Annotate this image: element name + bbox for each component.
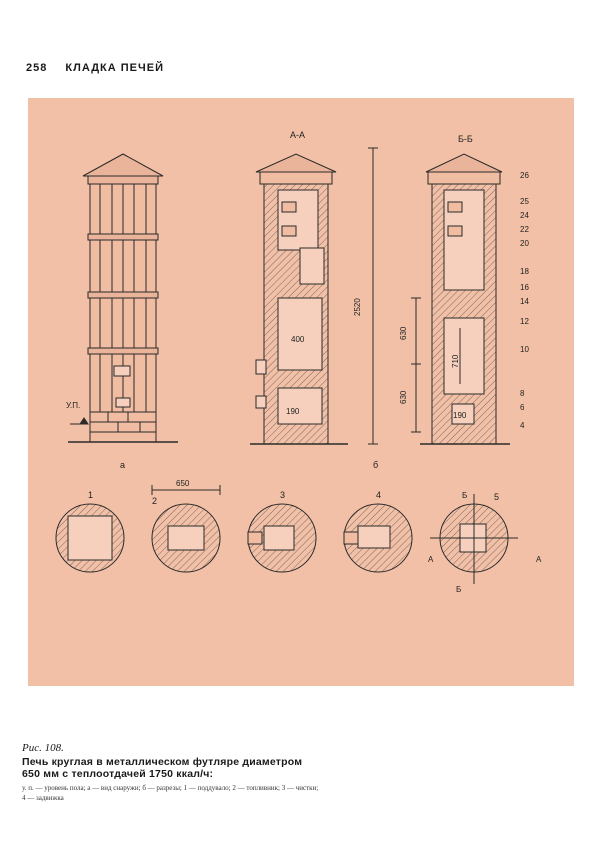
dim-ash-opening: 190 [286, 407, 300, 416]
section-aa-title: А-А [290, 130, 305, 140]
svg-text:6: 6 [520, 403, 525, 412]
sections-view-label: б [373, 460, 378, 470]
plan5-mark-b-top: Б [462, 491, 467, 500]
exterior-view [68, 153, 178, 443]
svg-text:18: 18 [520, 267, 529, 276]
dim-upper-630: 630 [399, 326, 408, 340]
svg-text:12: 12 [520, 317, 529, 326]
dim-lower-630: 630 [399, 390, 408, 404]
plan5-mark-a-right: А [536, 555, 542, 564]
plans-row [55, 485, 518, 584]
floor-level-label: У.П. [66, 401, 80, 410]
figure-caption: Рис. 108. Печь круглая в металлическом ф… [22, 742, 322, 803]
svg-text:14: 14 [520, 297, 529, 306]
stove-drawing: У.П. а А-А 400 190 2520 Б-Б [55, 130, 542, 594]
svg-text:26: 26 [520, 171, 529, 180]
svg-text:10: 10 [520, 345, 529, 354]
page-number: 258 [26, 62, 48, 74]
svg-text:1: 1 [88, 490, 93, 500]
dim-total-height: 2520 [353, 298, 362, 316]
section-title: КЛАДКА ПЕЧЕЙ [65, 62, 164, 74]
dim-ash-opening-bb: 190 [453, 411, 467, 420]
svg-text:2: 2 [152, 496, 157, 506]
svg-text:22: 22 [520, 225, 529, 234]
svg-text:8: 8 [520, 389, 525, 398]
svg-text:16: 16 [520, 283, 529, 292]
dim-inner-710: 710 [451, 354, 460, 368]
section-aa [250, 147, 378, 445]
plan5-mark-b-bottom: Б [456, 585, 461, 594]
plan5-mark-a-left: А [428, 555, 434, 564]
svg-text:5: 5 [494, 492, 499, 502]
page-header: 258 КЛАДКА ПЕЧЕЙ [26, 62, 164, 74]
svg-text:3: 3 [280, 490, 285, 500]
svg-text:4: 4 [376, 490, 381, 500]
svg-text:20: 20 [520, 239, 529, 248]
plan-numbers: 1 2 3 4 5 [88, 490, 499, 506]
svg-text:25: 25 [520, 197, 529, 206]
figure-legend: у. п. — уровень пола; а — вид снаружи; б… [22, 784, 319, 802]
figure-title: Печь круглая в металлическом футляре диа… [22, 756, 303, 780]
dim-plan-diameter: 650 [176, 479, 190, 488]
figure-plate: У.П. а А-А 400 190 2520 Б-Б [28, 98, 574, 686]
row-labels: 26 25 24 22 20 18 16 14 12 10 8 6 4 [520, 171, 529, 430]
svg-text:24: 24 [520, 211, 529, 220]
section-bb [411, 153, 510, 445]
svg-text:4: 4 [520, 421, 525, 430]
section-bb-title: Б-Б [458, 134, 473, 144]
exterior-view-label: а [120, 460, 125, 470]
figure-number: Рис. 108. [22, 742, 64, 754]
dim-firebox-width: 400 [291, 335, 305, 344]
